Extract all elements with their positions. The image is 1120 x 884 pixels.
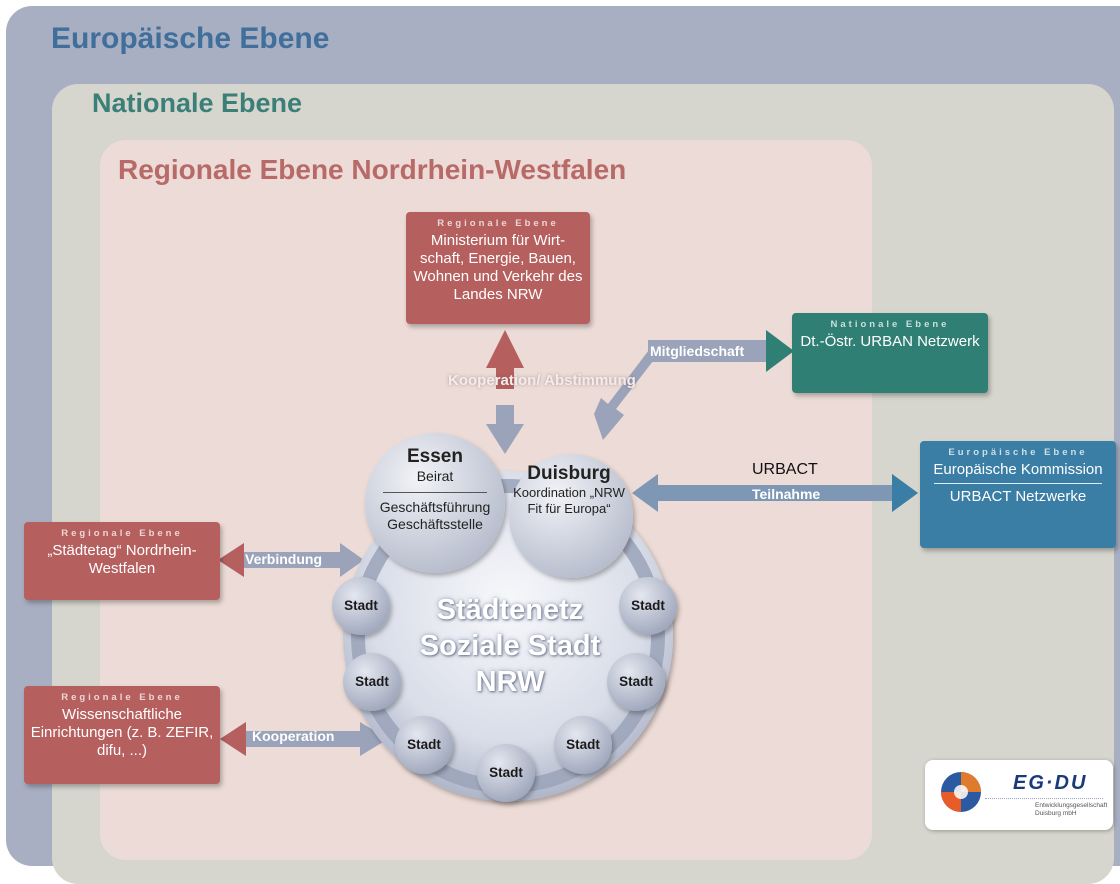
cooperation-coordination-label: Kooperation/ Abstimmung	[448, 372, 636, 389]
city-network-title: Städtenetz Soziale Stadt NRW	[419, 594, 601, 698]
city-node	[607, 653, 665, 711]
egdu-logo-name: EG·DU	[1013, 772, 1088, 794]
national-network-box-text: Dt.-Östr. URBAN Netzwerk	[800, 333, 980, 350]
urbact-label: URBACT	[752, 461, 818, 478]
participation-label: Teilnahme	[752, 486, 821, 502]
network-diagram	[218, 330, 918, 802]
national-level-title: Nationale Ebene	[92, 88, 303, 118]
city-label: Stadt	[619, 674, 653, 689]
egdu-logo-tagline: Entwicklungsgesellschaft Duisburg mbH	[1035, 802, 1108, 817]
city-label: Stadt	[489, 765, 523, 780]
essen-node	[365, 433, 505, 573]
city-node	[619, 577, 677, 635]
eu-commission-box: Europäische Ebene Europäische Kommission…	[920, 441, 1116, 548]
ministry-box-text: Ministerium für Wirt-schaft, Energie, Ba…	[413, 232, 583, 303]
science-box: Regionale Ebene Wissenschaftliche Einric…	[24, 686, 220, 784]
staedtetag-box-level-label: Regionale Ebene	[61, 528, 183, 539]
ministry-box: Regionale Ebene Ministerium für Wirt-sch…	[406, 212, 590, 324]
city-label: Stadt	[631, 598, 665, 613]
essen-management: Geschäftsführung Geschäftsstelle	[379, 499, 491, 532]
connection-label: Verbindung	[245, 551, 322, 567]
duisburg-name: Duisburg	[527, 463, 611, 484]
city-node	[343, 653, 401, 711]
eu-commission-box-divider	[934, 483, 1102, 484]
membership-label: Mitgliedschaft	[650, 343, 745, 359]
city-node	[477, 744, 535, 802]
arrow-ministry-cooperation	[486, 330, 524, 454]
science-box-level-label: Regionale Ebene	[61, 692, 183, 703]
duisburg-role: Koordination „NRW Fit für Europa“	[513, 485, 625, 516]
egdu-logo: EG·DU Entwicklungsgesellschaft Duisburg …	[925, 760, 1113, 830]
city-label: Stadt	[355, 674, 389, 689]
regional-level-title: Regionale Ebene Nordrhein-Westfalen	[118, 154, 627, 185]
national-network-box-level-label: Nationale Ebene	[830, 319, 950, 330]
essen-name: Essen	[407, 446, 463, 467]
duisburg-node-text: Duisburg Koordination „NRW Fit für Europ…	[513, 463, 625, 517]
essen-node-text: Essen Beirat Geschäftsführung Geschäftss…	[376, 446, 494, 533]
arrow-connection	[218, 543, 364, 577]
duisburg-node	[509, 454, 633, 578]
egdu-logo-mark-icon	[941, 772, 981, 812]
egdu-logo-dots	[985, 798, 1103, 799]
essen-role: Beirat	[416, 468, 454, 484]
city-label: Stadt	[566, 737, 600, 752]
cooperation-label: Kooperation	[252, 728, 335, 744]
eu-commission-box-level-label: Europäische Ebene	[948, 447, 1088, 458]
eu-commission-box-text: Europäische Kommission	[933, 461, 1103, 478]
ministry-box-level-label: Regionale Ebene	[437, 218, 559, 229]
arrow-membership	[594, 330, 794, 440]
science-box-text: Wissenschaftliche Einrichtungen (z. B. Z…	[30, 706, 214, 759]
national-network-box: Nationale Ebene Dt.-Östr. URBAN Netzwerk	[792, 313, 988, 393]
arrow-participation	[632, 474, 918, 512]
urbact-networks-text: URBACT Netzwerke	[949, 488, 1087, 505]
european-level-title: Europäische Ebene	[51, 22, 330, 55]
city-label: Stadt	[407, 737, 441, 752]
essen-divider	[383, 492, 487, 493]
city-node	[332, 577, 390, 635]
arrow-science-cooperation	[220, 722, 388, 756]
staedtetag-box: Regionale Ebene „Städtetag“ Nordrhein-We…	[24, 522, 220, 600]
city-label: Stadt	[344, 598, 378, 613]
city-node	[395, 716, 453, 774]
city-node	[554, 716, 612, 774]
staedtetag-box-text: „Städtetag“ Nordrhein-Westfalen	[47, 542, 197, 577]
